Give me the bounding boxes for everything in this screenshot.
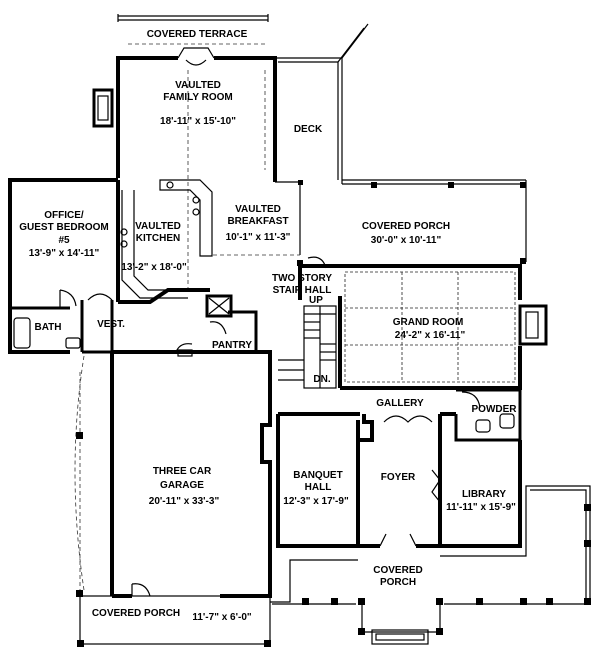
stair-hall: TWO STORY STAIR HALL UP DN. xyxy=(272,256,337,389)
office-bedroom: OFFICE/ GUEST BEDROOM #5 13'-9" x 14'-11… xyxy=(8,178,118,354)
covered-terrace-label: COVERED TERRACE xyxy=(147,29,248,40)
covered-terrace: COVERED TERRACE xyxy=(117,14,269,45)
covered-porch-side-size: 11'-7" x 6'-0" xyxy=(192,612,252,623)
bath: BATH xyxy=(13,300,84,352)
banquet-hall: BANQUET HALL 12'-3" x 17'-9" xyxy=(276,414,360,548)
fireplace-right xyxy=(518,304,548,346)
office-label-2: GUEST BEDROOM xyxy=(19,222,108,233)
covered-porch-front-label-1: COVERED xyxy=(373,565,422,576)
covered-porch-rear-label: COVERED PORCH xyxy=(362,221,450,232)
covered-porch-front-label-2: PORCH xyxy=(380,577,416,588)
office-label-1: OFFICE/ xyxy=(44,210,84,221)
office-label-3: #5 xyxy=(58,235,70,246)
bath-label: BATH xyxy=(34,322,61,333)
pantry-label: PANTRY xyxy=(212,340,252,351)
kitchen-label-1: VAULTED xyxy=(135,221,181,232)
family-room-size: 18'-11" x 15'-10" xyxy=(160,116,236,127)
deck: DECK xyxy=(275,23,369,184)
covered-porch-side: COVERED PORCH 11'-7" x 6'-0" xyxy=(77,595,271,647)
breakfast-label-1: VAULTED xyxy=(235,204,281,215)
garage-label-2: GARAGE xyxy=(160,480,204,491)
grand-room-label: GRAND ROOM xyxy=(393,317,464,328)
deck-label: DECK xyxy=(294,124,323,135)
pantry: PANTRY xyxy=(205,294,258,352)
stair-hall-label-2: STAIR HALL xyxy=(273,285,332,296)
covered-porch-rear-size: 30'-0" x 10'-11" xyxy=(371,235,442,246)
family-room-label-1: VAULTED xyxy=(175,80,221,91)
powder-label: POWDER xyxy=(472,404,518,415)
stair-up-label: UP xyxy=(309,295,323,306)
garage-size: 20'-11" x 33'-3" xyxy=(149,496,220,507)
banquet-hall-label-1: BANQUET xyxy=(293,470,342,481)
covered-porch-rear: COVERED PORCH 30'-0" x 10'-11" xyxy=(297,179,527,266)
stair-hall-label-1: TWO STORY xyxy=(272,273,332,284)
gallery-label: GALLERY xyxy=(376,398,424,409)
powder: POWDER xyxy=(454,388,522,442)
breakfast-label-2: BREAKFAST xyxy=(227,216,288,227)
vestibule-label: VEST. xyxy=(97,319,125,330)
garage-label-1: THREE CAR xyxy=(153,466,212,477)
banquet-hall-label-2: HALL xyxy=(305,482,332,493)
banquet-hall-size: 12'-3" x 17'-9" xyxy=(283,496,349,507)
garage: THREE CAR GARAGE 20'-11" x 33'-3" xyxy=(110,343,272,598)
breakfast: VAULTED BREAKFAST 10'-1" x 11'-3" xyxy=(213,178,303,256)
library: LIBRARY 11'-11" x 15'-9" xyxy=(438,440,522,548)
family-room: VAULTED FAMILY ROOM 18'-11" x 15'-10" xyxy=(116,47,277,290)
covered-porch-front: COVERED PORCH xyxy=(270,485,591,645)
stair-down-label: DN. xyxy=(313,374,330,385)
office-size: 13'-9" x 14'-11" xyxy=(29,248,100,259)
vestibule: VEST. xyxy=(82,288,210,354)
library-label: LIBRARY xyxy=(462,489,506,500)
family-room-label-2: FAMILY ROOM xyxy=(163,92,232,103)
kitchen-label-2: KITCHEN xyxy=(136,233,180,244)
breakfast-size: 10'-1" x 11'-3" xyxy=(226,232,291,243)
foyer: FOYER xyxy=(358,414,442,548)
gallery: GALLERY xyxy=(268,398,456,425)
side-porch-left xyxy=(74,355,85,597)
foyer-label: FOYER xyxy=(381,472,416,483)
grand-room-size: 24'-2" x 16'-11" xyxy=(395,330,466,341)
kitchen: VAULTED KITCHEN 13'-2" x 18'-0" xyxy=(116,179,213,302)
grand-room: GRAND ROOM 24'-2" x 16'-11" xyxy=(300,264,522,390)
fireplace-left xyxy=(92,88,114,128)
covered-porch-side-label: COVERED PORCH xyxy=(92,608,180,619)
kitchen-size: 13'-2" x 18'-0" xyxy=(121,262,187,273)
library-size: 11'-11" x 15'-9" xyxy=(446,502,516,513)
